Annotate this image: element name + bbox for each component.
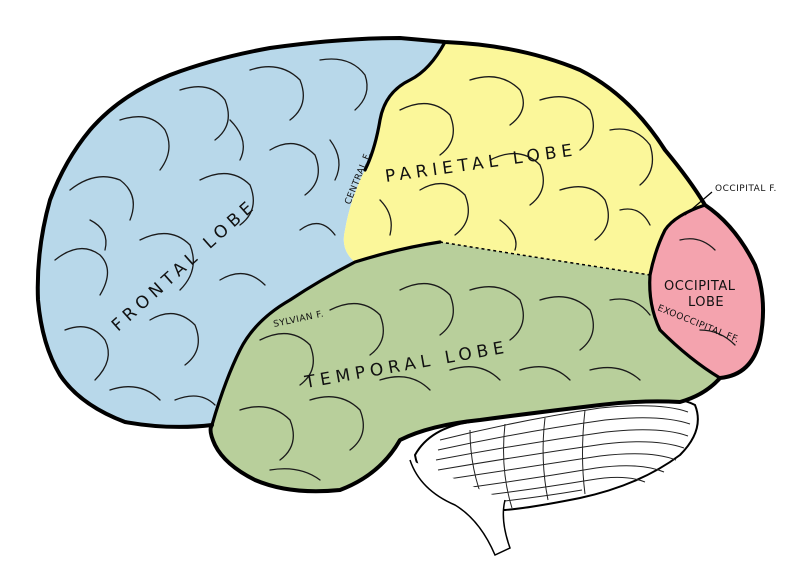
exoccipital-fissure-line	[648, 273, 722, 380]
cerebellum-folia	[435, 405, 691, 509]
parietal-temporal-boundary	[439, 241, 651, 276]
occipital-fissure-label: OCCIPITAL F.	[715, 184, 777, 194]
central-fissure-line	[363, 40, 447, 172]
frontal-lobe	[37, 38, 445, 427]
occipital-lobe-label-line2: LOBE	[688, 295, 724, 310]
cerebellum	[409, 395, 699, 557]
cerebrum-outline	[35, 36, 765, 494]
occipital-leader-line	[684, 191, 713, 216]
brainstem	[409, 459, 511, 557]
occipital-lobe-label-line1: OCCIPITAL	[664, 279, 736, 294]
parietal-lobe	[343, 42, 705, 275]
occipital-lobe	[649, 205, 764, 378]
gyri-lines	[54, 58, 736, 481]
sylvian-fissure-line	[210, 240, 442, 427]
